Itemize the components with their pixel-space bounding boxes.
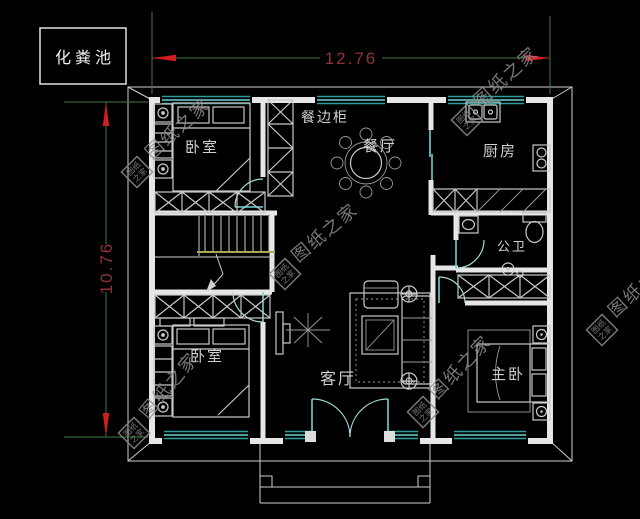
master-bedroom-door	[438, 276, 466, 304]
entrance-double-door	[305, 398, 395, 442]
bedroom-top-furniture	[153, 102, 251, 192]
ceiling-fan-symbol	[286, 313, 330, 347]
svg-text:图纸之家: 图纸之家	[425, 331, 495, 402]
living-room-furniture	[275, 280, 433, 390]
room-label-sideboard: 餐边柜	[301, 109, 349, 125]
room-label-bathroom: 公卫	[497, 239, 527, 254]
watermark-3: 图纸 之家 图纸之家	[268, 199, 362, 291]
room-label-kitchen: 厨房	[483, 143, 517, 160]
watermark-5: 图纸 之家 图纸之家	[406, 331, 495, 429]
svg-text:图纸之家: 图纸之家	[288, 199, 362, 266]
room-label-dining: 餐厅	[363, 138, 397, 155]
tv-cabinet	[275, 311, 291, 355]
side-table-top	[400, 285, 418, 303]
stair-treads	[204, 216, 270, 251]
height-dimension-label: 10.76	[97, 242, 116, 295]
room-label-master: 主卧	[491, 366, 525, 383]
kitchen-fixtures	[432, 101, 551, 213]
room-label-bedroom-top: 卧室	[185, 139, 219, 156]
svg-text:图纸之家: 图纸之家	[604, 253, 640, 321]
bathroom-door	[455, 239, 485, 269]
width-dimension-label: 12.76	[325, 49, 378, 68]
roof-eave-outline	[127, 86, 573, 462]
dining-table	[330, 127, 402, 199]
dining-chairs	[330, 127, 402, 199]
room-label-bedroom-bottom: 卧室	[190, 348, 224, 365]
staircase	[155, 216, 275, 292]
side-table-bottom	[400, 372, 418, 390]
dimension-arrows	[102, 54, 550, 437]
window-top-kitchen	[448, 95, 524, 105]
window-bottom-bedroom	[164, 430, 248, 440]
window-top-dining	[317, 95, 385, 105]
bedroom-bottom-furniture	[153, 324, 250, 418]
watermark-6: 图纸 之家 图纸之家	[585, 253, 640, 347]
wardrobe-master	[457, 274, 551, 299]
master-bedroom-furniture	[467, 325, 551, 421]
septic-tank-callout: 化粪池	[39, 27, 127, 85]
kitchen-sliding-door	[429, 130, 433, 180]
bathroom-fixtures	[458, 212, 547, 278]
septic-tank-label: 化粪池	[55, 49, 115, 67]
wardrobe-bottom	[154, 294, 271, 327]
bedroom-top-door	[234, 178, 264, 208]
room-label-living: 客厅	[320, 370, 356, 388]
entry-porch-steps	[259, 444, 431, 504]
window-bottom-master	[454, 430, 526, 440]
bedroom-bottom-door	[232, 291, 264, 323]
wardrobe-top	[154, 191, 266, 214]
sideboard-cabinet	[267, 99, 294, 197]
